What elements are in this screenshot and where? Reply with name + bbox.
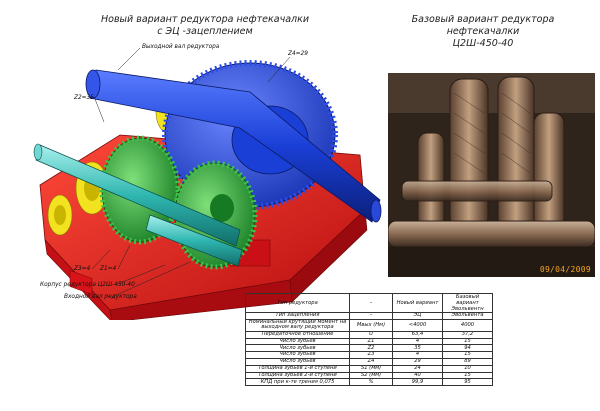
- table-cell: 15: [442, 351, 493, 359]
- base-gearbox-photo: 09/04/2009: [388, 73, 595, 277]
- table-cell: Число зубьев: [245, 357, 350, 366]
- table-cell: Передаточное отношение: [245, 330, 350, 339]
- table-header-cell: Новый вариант: [392, 293, 443, 313]
- base-variant-title: Базовый вариант редуктора нефтекачалки Ц…: [378, 14, 588, 50]
- table-cell: S1 (мм): [349, 364, 393, 373]
- table-cell: 40: [392, 371, 443, 380]
- table-row: Толщина зубьев 2-й ступени S2 (мм) 40 15: [245, 371, 493, 380]
- table-cell: 95: [442, 378, 493, 387]
- z2-callout: Z2=35: [74, 95, 94, 101]
- table-cell: 15: [442, 337, 493, 346]
- callout-leaders: [91, 47, 291, 298]
- gearbox-3d-model: [33, 47, 382, 320]
- table-cell: <4000: [392, 318, 443, 332]
- table-cell: ЭЦ: [392, 312, 443, 320]
- table-header-cell: –: [349, 293, 393, 313]
- table-row: Толщина зубьев 1-й ступени S1 (мм) 24 10: [245, 364, 493, 373]
- table-cell: 10: [442, 364, 493, 373]
- table-row: Передаточное отношение U 63,4 37,2: [245, 330, 493, 339]
- table-cell: Номинальный крутящий момент на выходном …: [245, 318, 350, 332]
- gearbox-photo-image: [388, 73, 595, 277]
- table-cell: Z1: [349, 337, 393, 346]
- table-cell: –: [349, 312, 393, 320]
- table-cell: 4: [392, 351, 443, 359]
- table-cell: Тип зацепления: [245, 312, 350, 320]
- new-variant-title-line2: с ЭЦ -зацеплением: [157, 26, 253, 37]
- table-cell: Z4: [349, 357, 393, 366]
- z4-callout: Z4=29: [288, 51, 308, 57]
- new-variant-title-line1: Новый вариант редуктора нефтекачалки: [100, 14, 310, 25]
- input-shaft: [33, 143, 243, 267]
- z1-callout: Z1=4: [100, 266, 117, 272]
- housing-callout: Корпус редуктора Ц2Ш-450-40: [40, 282, 135, 288]
- table-cell: Z2: [349, 344, 393, 353]
- table-row: Число зубьев Z3 4 15: [245, 351, 493, 359]
- table-row: Тип зацепления – ЭЦ Эвольвента: [245, 312, 493, 320]
- base-variant-title-line1: Базовый вариант редуктора нефтекачалки: [411, 14, 555, 37]
- table-cell: 99,9: [392, 378, 443, 387]
- table-cell: Число зубьев: [245, 344, 350, 353]
- table-row: Номинальный крутящий момент на выходном …: [245, 318, 493, 332]
- table-cell: 63,4: [392, 330, 443, 339]
- table-cell: Z3: [349, 351, 393, 359]
- photo-date-stamp: 09/04/2009: [539, 265, 591, 274]
- table-cell: U: [349, 330, 393, 339]
- table-cell: S2 (мм): [349, 371, 393, 380]
- new-variant-title: Новый вариант редуктора нефтекачалки с Э…: [100, 14, 310, 38]
- table-header-row: Тип редуктора – Новый вариант Базовый ва…: [245, 293, 493, 313]
- table-row: Число зубьев Z2 35 94: [245, 344, 493, 353]
- table-cell: %: [349, 378, 393, 387]
- table-cell: Число зубьев: [245, 337, 350, 346]
- table-row: КПД при к-те трения 0,075 % 99,9 95: [245, 378, 493, 387]
- table-cell: 15: [442, 371, 493, 380]
- table-cell: Толщина зубьев 2-й ступени: [245, 371, 350, 380]
- input-shaft-callout: Входной вал редуктора: [64, 294, 137, 300]
- table-cell: 29: [392, 357, 443, 366]
- table-cell: 35: [392, 344, 443, 353]
- table-cell: Число зубьев: [245, 351, 350, 359]
- table-cell: 37,2: [442, 330, 493, 339]
- output-shaft: [85, 69, 382, 223]
- table-cell: 94: [442, 344, 493, 353]
- table-row: Число зубьев Z4 29 89: [245, 357, 493, 366]
- table-row: Число зубьев Z1 4 15: [245, 337, 493, 346]
- table-header-cell: Тип редуктора: [245, 293, 350, 313]
- z3-callout: Z3=4: [74, 266, 91, 272]
- table-cell: 4000: [442, 318, 493, 332]
- table-cell: Толщина зубьев 1-й ступени: [245, 364, 350, 373]
- table-cell: 24: [392, 364, 443, 373]
- base-variant-title-line2: Ц2Ш-450-40: [452, 38, 514, 49]
- table-cell: Мвых (Нм): [349, 318, 393, 332]
- output-shaft-callout: Выходной вал редуктора: [142, 44, 220, 50]
- table-header-cell: Базовый вариант Эвольвентн: [442, 293, 493, 313]
- table-cell: 4: [392, 337, 443, 346]
- table-cell: КПД при к-те трения 0,075: [245, 378, 350, 387]
- table-cell: 89: [442, 357, 493, 366]
- gearbox-comparison-table: Тип редуктора – Новый вариант Базовый ва…: [245, 293, 493, 387]
- table-cell: Эвольвента: [442, 312, 493, 320]
